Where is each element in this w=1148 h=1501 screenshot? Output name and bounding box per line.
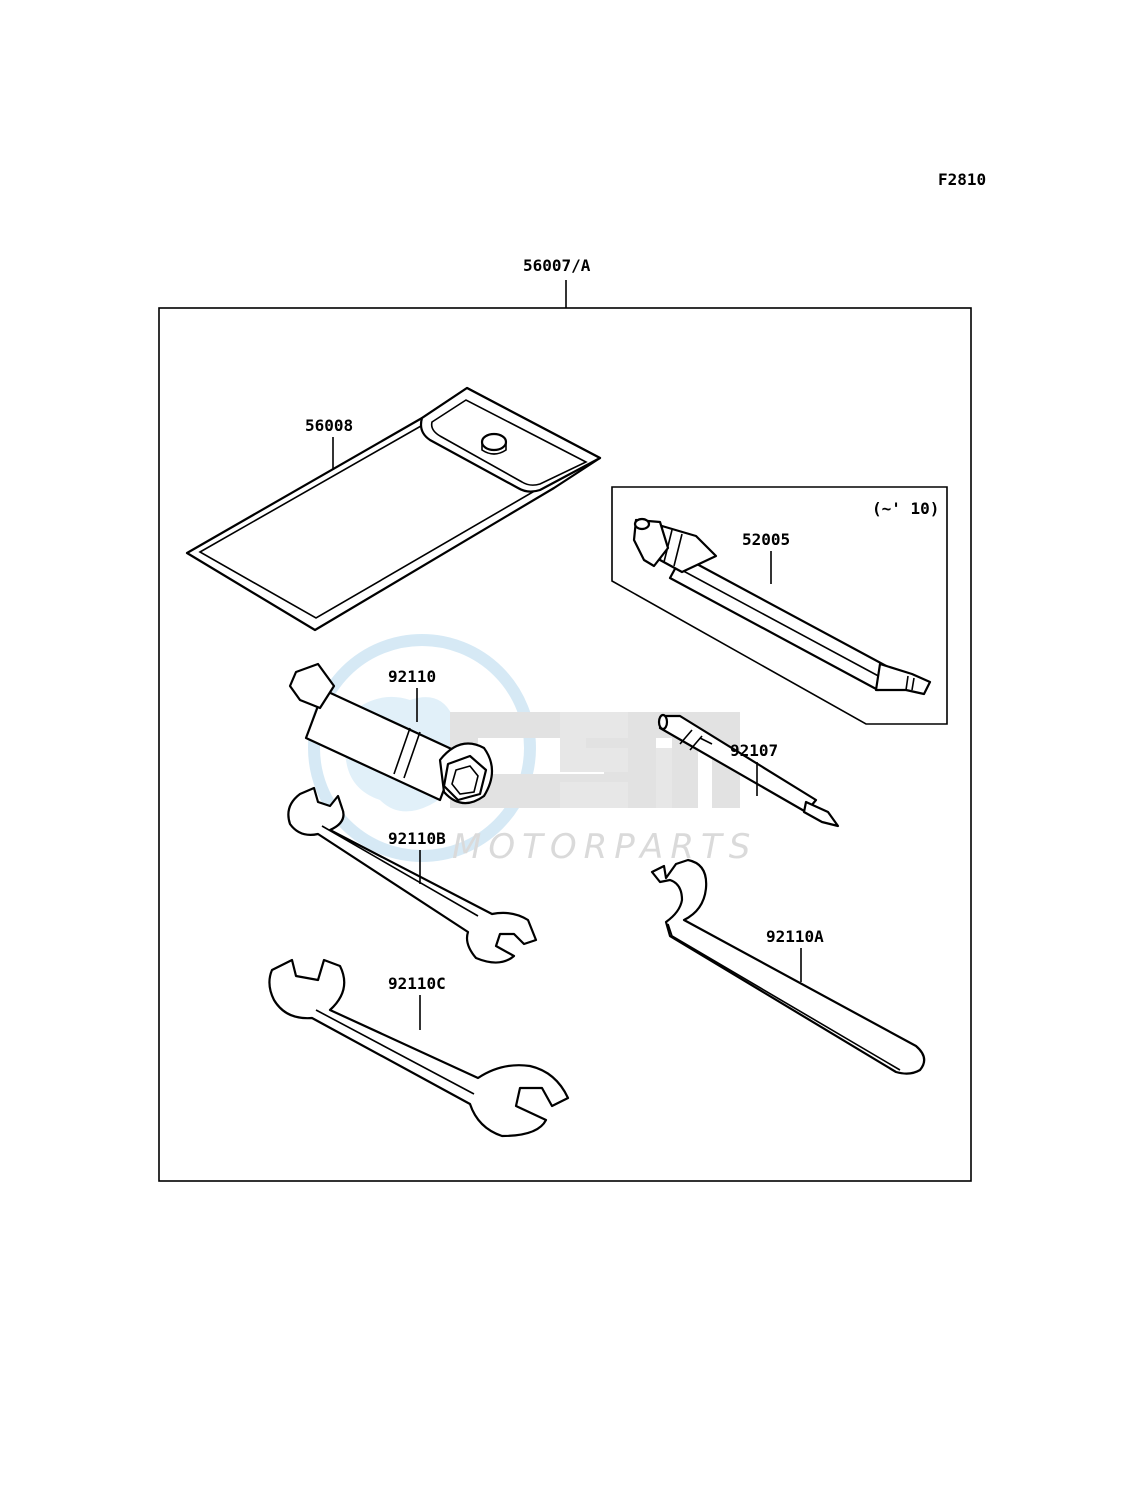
assembly-frame — [158, 307, 972, 1182]
part-label-hook-wrench: 92110A — [766, 927, 824, 946]
pump-variant-box — [611, 486, 948, 725]
air-pump — [632, 517, 932, 696]
part-label-wrench-b: 92110B — [388, 829, 446, 848]
part-label-case: 56008 — [305, 416, 353, 435]
wrench-c — [268, 958, 570, 1138]
part-label-screwdriver: 92107 — [730, 741, 778, 760]
screwdriver-bit — [657, 713, 840, 828]
watermark-subtitle: MOTORPARTS — [452, 827, 757, 867]
variant-note: (~' 10) — [872, 499, 939, 518]
part-label-pump: 52005 — [742, 530, 790, 549]
plug-wrench — [288, 662, 494, 805]
watermark-globe-ring — [308, 634, 536, 862]
part-label-wrench-c: 92110C — [388, 974, 446, 993]
part-label-plug-wrench: 92110 — [388, 667, 436, 686]
tool-case — [185, 386, 602, 632]
figure-code: F2810 — [938, 170, 986, 189]
hook-wrench — [650, 858, 926, 1075]
wrench-b — [287, 786, 538, 964]
assembly-label: 56007/A — [523, 256, 591, 275]
